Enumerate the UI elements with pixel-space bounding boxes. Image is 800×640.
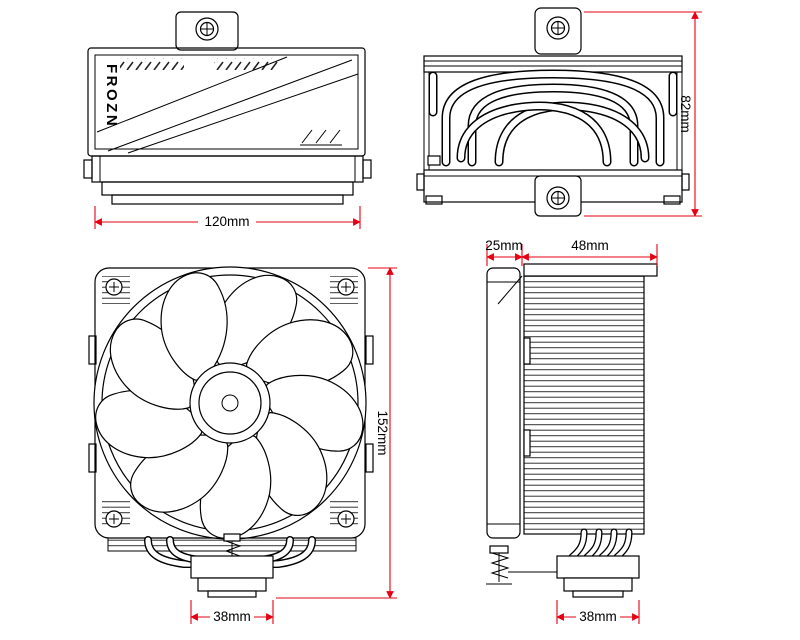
front-base bbox=[190, 555, 274, 598]
side-clip bbox=[88, 443, 97, 473]
dim-label-38mm-front: 38mm bbox=[213, 609, 251, 624]
clip-slot bbox=[523, 337, 531, 365]
dim-label-82mm: 82mm bbox=[678, 95, 693, 133]
fan-clip-left bbox=[83, 159, 93, 179]
top-base-layers bbox=[101, 181, 354, 205]
view-top-cooler: FROZN 120mm bbox=[83, 11, 372, 230]
dimension-width-120: 120mm bbox=[94, 206, 361, 230]
front-fan bbox=[85, 261, 368, 547]
dimension-heatsink-depth-48: 48mm bbox=[521, 238, 658, 266]
rear-heatpipes bbox=[433, 74, 673, 162]
corner-screw-icon bbox=[337, 278, 355, 296]
dim-label-48mm: 48mm bbox=[571, 238, 609, 253]
mounting-screw-icon bbox=[546, 16, 570, 40]
side-base bbox=[556, 555, 640, 598]
cover-vents bbox=[300, 129, 342, 146]
side-clip bbox=[365, 335, 374, 365]
side-fin-stack bbox=[523, 263, 658, 535]
view-rear-cooler: 82mm bbox=[416, 7, 702, 217]
dim-label-25mm: 25mm bbox=[485, 238, 523, 253]
top-mounting-tab bbox=[175, 11, 239, 51]
dimension-side-base-38: 38mm bbox=[556, 600, 640, 624]
dimension-height-82: 82mm bbox=[584, 11, 702, 217]
corner-screw-icon bbox=[105, 510, 123, 528]
frame-foot-right bbox=[663, 195, 681, 205]
mounting-screw-icon bbox=[546, 186, 570, 210]
frame-foot-left bbox=[425, 195, 443, 205]
dim-label-38mm-side: 38mm bbox=[579, 609, 617, 624]
view-side-cooler: 25mm 48mm 38mm bbox=[485, 238, 658, 624]
wire-clip bbox=[497, 275, 523, 305]
dim-label-152mm: 152mm bbox=[375, 410, 390, 455]
corner-screw-icon bbox=[105, 278, 123, 296]
side-clip bbox=[88, 335, 97, 365]
top-fan-frame-side bbox=[83, 155, 372, 183]
cover-diagonal-stripes bbox=[96, 56, 359, 154]
fan-hub bbox=[189, 362, 271, 444]
rear-mounting-bracket-top bbox=[534, 7, 582, 55]
view-front-cooler: 152mm 38mm bbox=[85, 261, 397, 624]
cover-hatch-left bbox=[120, 58, 184, 70]
dimension-height-152: 152mm bbox=[276, 267, 397, 599]
side-clip bbox=[365, 443, 374, 473]
thumbscrew bbox=[427, 155, 441, 166]
top-cover-plate bbox=[523, 263, 658, 277]
side-fan-profile bbox=[486, 267, 523, 539]
corner-screw-icon bbox=[337, 510, 355, 528]
top-cover: FROZN bbox=[87, 47, 366, 157]
fan-clip-right bbox=[681, 173, 690, 191]
dim-label-120mm: 120mm bbox=[204, 214, 249, 229]
rear-mounting-bracket-bottom bbox=[534, 175, 582, 217]
fan-clip-left bbox=[416, 173, 425, 191]
clip-slot bbox=[523, 429, 531, 457]
brand-logo: FROZN bbox=[103, 64, 120, 128]
mounting-screw-icon bbox=[195, 17, 219, 41]
dimension-fan-depth-25: 25mm bbox=[485, 238, 523, 266]
side-spring-screw bbox=[486, 545, 557, 585]
fan-clip-right bbox=[362, 159, 372, 179]
side-heatpipes bbox=[572, 532, 629, 557]
dimension-front-base-38: 38mm bbox=[190, 600, 274, 624]
rear-fin-stack bbox=[423, 55, 683, 170]
